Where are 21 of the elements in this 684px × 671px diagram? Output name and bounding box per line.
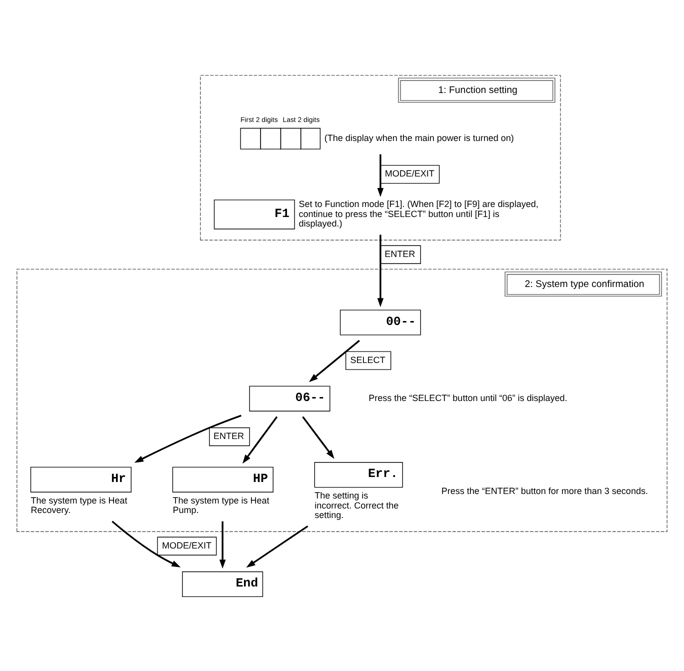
label: Press the “SELECT” button until “06” is displayed. [368, 392, 568, 403]
node-label: The system type is Heat Pump. [172, 494, 270, 515]
edge-label: ENTER [384, 248, 416, 258]
arrow [246, 524, 308, 568]
edge-label: MODE/EXIT [384, 168, 434, 178]
node-label: The setting is incorrect. Correct the setting. [314, 490, 399, 520]
arrow [219, 520, 226, 568]
arrow [377, 234, 384, 307]
edge-label: MODE/EXIT [162, 540, 212, 550]
edge-label: SELECT [350, 354, 386, 364]
node-label: (The display when the main power is turned on) [324, 132, 514, 143]
node-label: The system type is Heat Recovery. [30, 494, 128, 515]
arrow [302, 416, 334, 458]
arrow [377, 154, 384, 197]
arrow [112, 520, 181, 567]
label: Press the “ENTER” button for more than 3 seconds. [441, 485, 648, 496]
arrow [134, 414, 242, 462]
node-label: Set to Function mode [F1]. (When [F2] to [F9] are displayed, continue to press the “SELECT” button until [F1] is displayed.) [298, 198, 538, 228]
arrow [242, 416, 278, 464]
edge-label: ENTER [214, 430, 244, 441]
arrow [308, 339, 360, 382]
